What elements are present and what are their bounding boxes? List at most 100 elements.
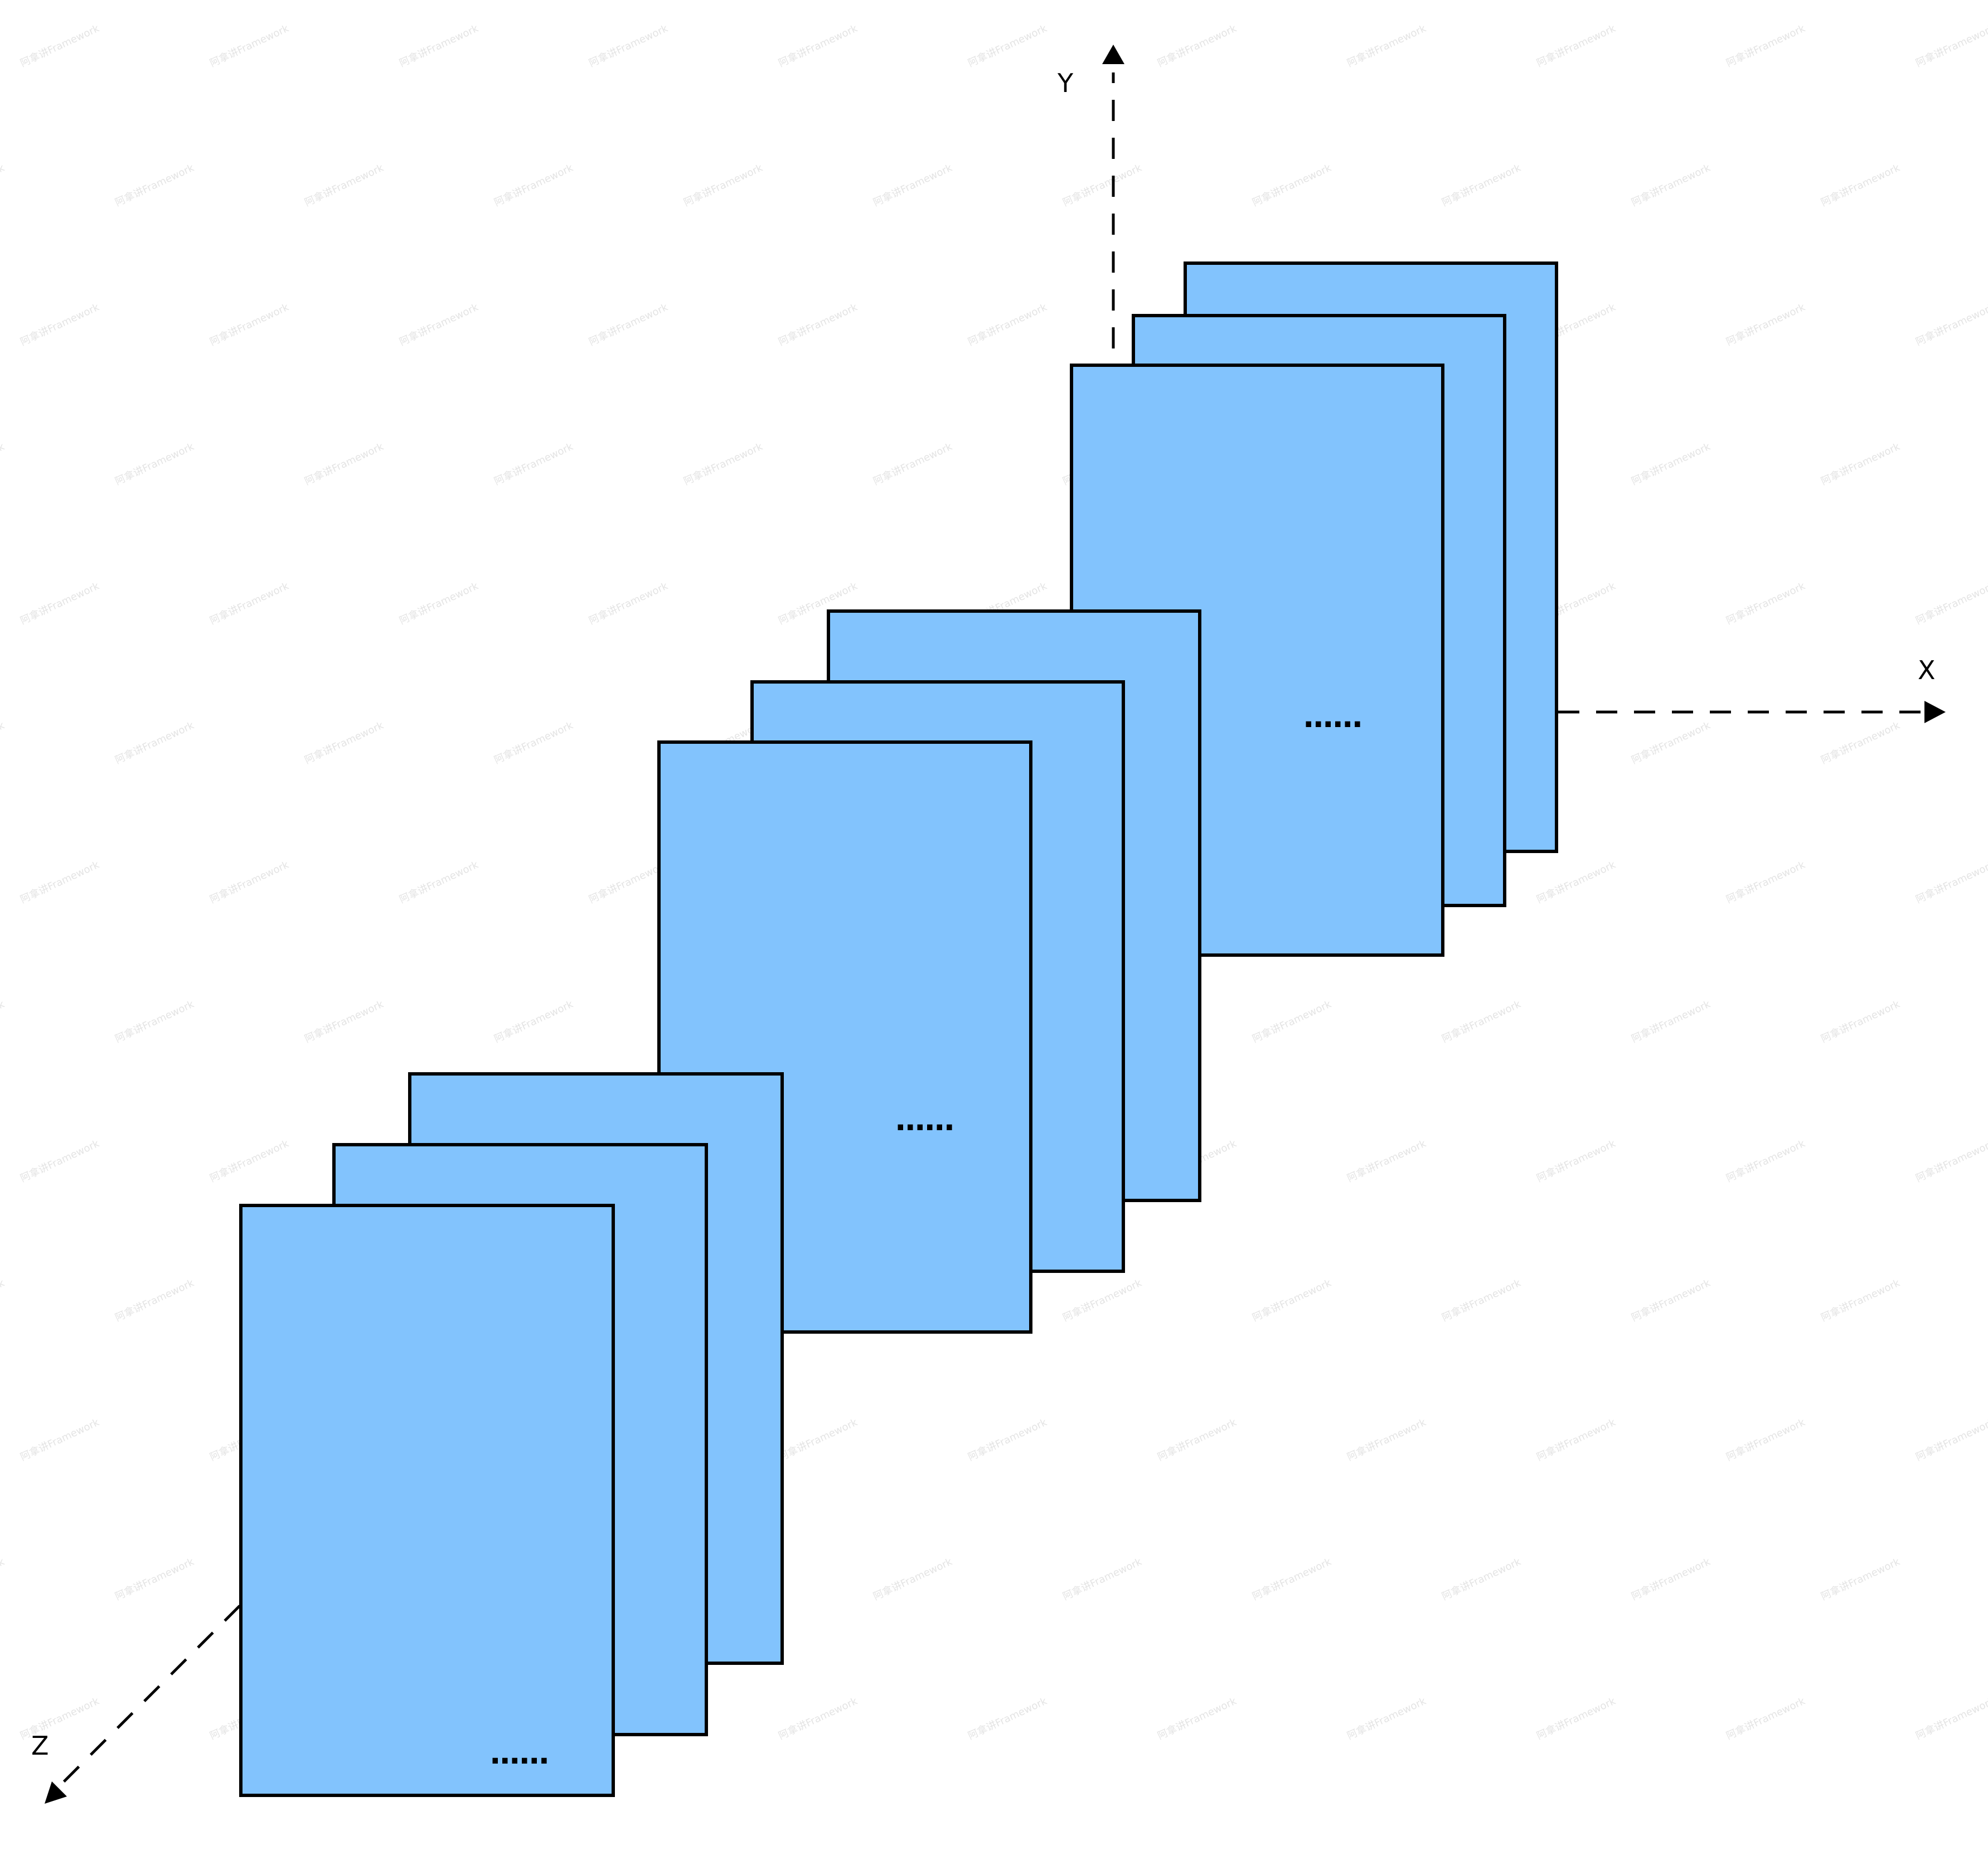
watermark-text: 阿拿讲Framework [1345,1416,1428,1463]
watermark-text: 阿拿讲Framework [1440,1555,1523,1602]
watermark-text: 阿拿讲Framework [1630,719,1713,766]
watermark-text: 阿拿讲Framework [871,1555,954,1602]
watermark-text: 阿拿讲Framework [1535,858,1618,905]
z-axis: Z [31,1605,241,1804]
watermark-text: 阿拿讲Framework [1914,1416,1988,1463]
watermark-text: 阿拿讲Framework [1914,579,1988,627]
watermark-text: 阿拿讲Framework [208,1137,291,1184]
plane-group-middle: ...... [657,609,1201,1334]
watermark-text: 阿拿讲Framework [1724,579,1807,627]
watermark-text: 阿拿讲Framework [113,719,196,766]
watermark-text: 阿拿讲Framework [1440,161,1523,209]
watermark-text: 阿拿讲Framework [492,440,575,487]
watermark-text: 阿拿讲Framework [1061,161,1144,209]
watermark-text: 阿拿讲Framework [1819,1276,1902,1324]
ellipsis-label: ...... [489,1736,548,1771]
watermark-text: 阿拿讲Framework [1914,301,1988,348]
watermark-text: 阿拿讲Framework [397,858,481,905]
watermark-text: 阿拿讲Framework [966,1694,1049,1742]
watermark-text: 阿拿讲Framework [587,301,670,348]
watermark-text: 阿拿讲Framework [966,1416,1049,1463]
watermark-text: 阿拿讲Framework [1724,1694,1807,1742]
watermark-text: 阿拿讲Framework [1345,1137,1428,1184]
watermark-text: 阿拿讲Framework [682,161,765,209]
watermark-text: 阿拿讲Framework [1630,440,1713,487]
watermark-text: 阿拿讲Framework [1250,997,1334,1045]
watermark-text: 阿拿讲Framework [1250,161,1334,209]
watermark-text: 阿拿讲Framework [303,719,386,766]
watermark-text: 阿拿讲Framework [113,440,196,487]
watermark-text: 阿拿讲Framework [1724,1137,1807,1184]
watermark-text: 阿拿讲Framework [113,997,196,1045]
watermark-text: 阿拿讲Framework [397,22,481,69]
watermark-text: 阿拿讲Framework [682,440,765,487]
watermark-text: 阿拿讲Framework [1440,1276,1523,1324]
watermark-text: 阿拿讲Framework [966,22,1049,69]
watermark-text: 阿拿讲Framework [0,1276,7,1324]
y-axis: Y [1057,45,1124,348]
x-axis-arrowhead [1924,701,1946,723]
watermark-text: 阿拿讲Framework [1250,1555,1334,1602]
y-axis-arrowhead [1102,45,1124,64]
watermark-text: 阿拿讲Framework [1345,1694,1428,1742]
watermark-text: 阿拿讲Framework [18,858,101,905]
watermark-text: 阿拿讲Framework [1724,22,1807,69]
watermark-text: 阿拿讲Framework [1630,1555,1713,1602]
watermark-text: 阿拿讲Framework [1819,997,1902,1045]
watermark-text: 阿拿讲Framework [208,22,291,69]
watermark-text: 阿拿讲Framework [397,579,481,627]
watermark-text: 阿拿讲Framework [492,161,575,209]
watermark-text: 阿拿讲Framework [1156,22,1239,69]
watermark-text: 阿拿讲Framework [777,1694,860,1742]
watermark-text: 阿拿讲Framework [777,1416,860,1463]
x-axis-label: X [1918,655,1936,685]
watermark-text: 阿拿讲Framework [587,579,670,627]
watermark-text: 阿拿讲Framework [777,22,860,69]
watermark-text: 阿拿讲Framework [1250,1276,1334,1324]
watermark-text: 阿拿讲Framework [303,161,386,209]
watermark-text: 阿拿讲Framework [1819,1555,1902,1602]
watermark-text: 阿拿讲Framework [1156,1694,1239,1742]
watermark-text: 阿拿讲Framework [1914,1694,1988,1742]
watermark-text: 阿拿讲Framework [0,719,7,766]
watermark-text: 阿拿讲Framework [1914,22,1988,69]
z-axis-arrowhead [45,1781,67,1804]
watermark-text: 阿拿讲Framework [0,1555,7,1602]
plane [239,1204,615,1797]
watermark-text: 阿拿讲Framework [1630,1276,1713,1324]
watermark-text: 阿拿讲Framework [1061,1555,1144,1602]
watermark-text: 阿拿讲Framework [1535,1416,1618,1463]
watermark-text: 阿拿讲Framework [1440,997,1523,1045]
watermark-text: 阿拿讲Framework [871,440,954,487]
watermark-text: 阿拿讲Framework [587,22,670,69]
watermark-text: 阿拿讲Framework [1535,1694,1618,1742]
watermark-text: 阿拿讲Framework [303,997,386,1045]
x-axis: X [1558,655,1946,723]
ellipsis-label: ...... [1303,699,1361,734]
ellipsis-label: ...... [895,1102,953,1137]
watermark-text: 阿拿讲Framework [492,719,575,766]
watermark-text: 阿拿讲Framework [777,301,860,348]
watermark-text: 阿拿讲Framework [871,161,954,209]
watermark-text: 阿拿讲Framework [0,997,7,1045]
watermark-text: 阿拿讲Framework [1914,1137,1988,1184]
watermark-text: 阿拿讲Framework [18,1137,101,1184]
watermark-text: 阿拿讲Framework [1724,301,1807,348]
watermark-text: 阿拿讲Framework [18,1416,101,1463]
watermark-text: 阿拿讲Framework [113,1276,196,1324]
watermark-text: 阿拿讲Framework [1819,161,1902,209]
watermark-text: 阿拿讲Framework [18,579,101,627]
watermark-text: 阿拿讲Framework [492,997,575,1045]
plane-group-front: ...... [239,1072,784,1797]
watermark-text: 阿拿讲Framework [397,301,481,348]
watermark-text: 阿拿讲Framework [18,301,101,348]
watermark-text: 阿拿讲Framework [0,161,7,209]
watermark-text: 阿拿讲Framework [1061,1276,1144,1324]
watermark-text: 阿拿讲Framework [113,161,196,209]
watermark-text: 阿拿讲Framework [0,440,7,487]
watermark-text: 阿拿讲Framework [18,22,101,69]
watermark-text: 阿拿讲Framework [1819,719,1902,766]
y-axis-label: Y [1057,68,1074,98]
watermark-text: 阿拿讲Framework [1535,22,1618,69]
